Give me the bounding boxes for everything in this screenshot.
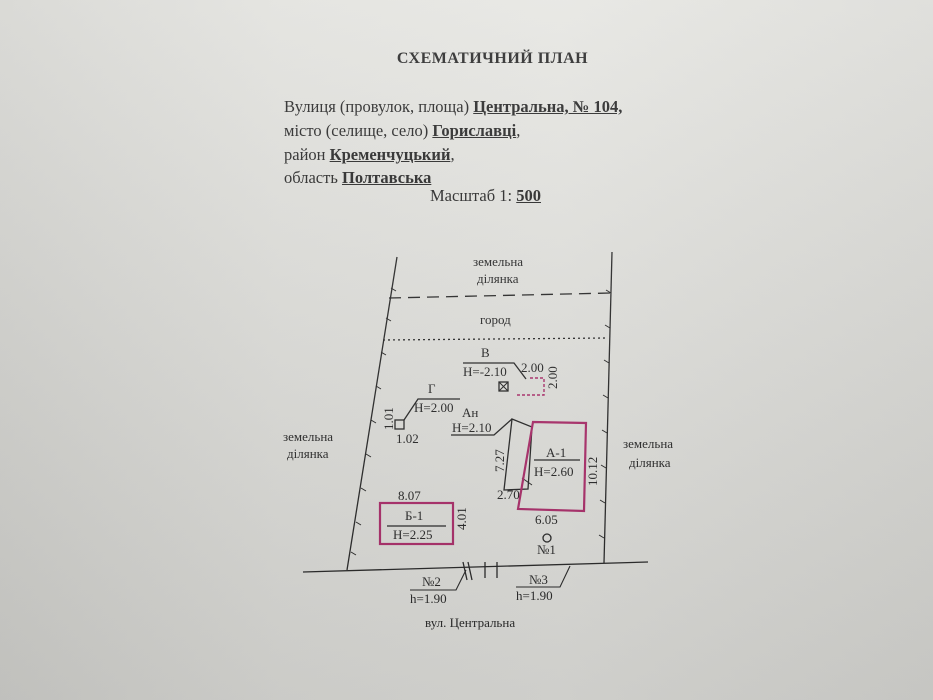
land-top-label-1: земельна	[473, 254, 523, 269]
scale-line: Масштаб 1: 500	[430, 186, 541, 206]
street-label: Вулиця (провулок, площа)	[284, 97, 470, 116]
v-dim-width: 2.00	[521, 360, 544, 375]
a1-height: Н=2.60	[534, 464, 573, 479]
scale-value: 500	[516, 186, 541, 205]
building-b1	[378, 501, 455, 546]
land-right-label-1: земельна	[623, 436, 673, 451]
gate-marks	[462, 561, 498, 581]
street-caption: вул. Центральна	[425, 615, 515, 630]
city-label: місто (селище, село)	[284, 121, 429, 140]
well-marker	[542, 533, 552, 543]
land-right-label-2: ділянка	[629, 455, 671, 470]
leader-an	[451, 418, 513, 436]
region-value: Полтавська	[341, 168, 432, 187]
garden-label: город	[480, 312, 511, 327]
address-district-line: район Кременчуцький,	[284, 143, 455, 167]
b1-height: Н=2.25	[393, 527, 432, 542]
scale-label: Масштаб 1:	[430, 186, 513, 205]
boundary-ticks	[350, 287, 612, 556]
an-dim-vertical: 7.27	[492, 449, 507, 472]
leader-v	[463, 362, 527, 380]
an-name: Ан	[462, 405, 478, 420]
an-height: Н=2.10	[452, 420, 491, 435]
well-1-label: №1	[537, 542, 556, 557]
district-suffix: ,	[450, 145, 455, 164]
plot-left-boundary	[346, 256, 398, 571]
point-3-height: h=1.90	[516, 588, 553, 603]
v-dim-height: 2.00	[545, 366, 560, 389]
b1-dim-width: 8.07	[398, 488, 421, 503]
address-city-line: місто (селище, село) Гориславці,	[284, 119, 520, 143]
a1-dim-vertical: 10.12	[585, 457, 600, 486]
leader-point-3	[516, 565, 571, 588]
cellar-v	[498, 381, 509, 392]
v-name: В	[481, 345, 490, 360]
address-street-line: Вулиця (провулок, площа) Центральна, № 1…	[284, 95, 622, 119]
a1-name: А-1	[546, 445, 566, 460]
land-left-label-2: ділянка	[287, 446, 329, 461]
land-top-label-2: ділянка	[477, 271, 519, 286]
an-dim-horizontal: 2.70	[497, 487, 520, 502]
b1-name: Б-1	[405, 508, 423, 523]
city-suffix: ,	[516, 121, 521, 140]
district-value: Кременчуцький	[329, 145, 451, 164]
building-a1	[516, 420, 588, 513]
cellar-v-outline	[515, 377, 545, 396]
g-name: Г	[428, 381, 436, 396]
point-2-label: №2	[422, 574, 441, 589]
structure-g	[394, 419, 405, 430]
g-dim-vertical: 1.01	[381, 407, 396, 430]
district-label: район	[284, 145, 326, 164]
region-label: область	[284, 168, 338, 187]
point-2-height: h=1.90	[410, 591, 447, 606]
garden-dotted-line	[382, 337, 609, 341]
v-height: Н=-2.10	[463, 364, 507, 379]
annex-an	[503, 418, 533, 491]
point-3-label: №3	[529, 572, 548, 587]
city-value: Гориславці	[432, 121, 517, 140]
b1-dim-height: 4.01	[454, 507, 469, 530]
plot-right-boundary	[603, 251, 613, 564]
g-height: Н=2.00	[414, 400, 453, 415]
leader-g	[403, 398, 460, 421]
document-title: СХЕМАТИЧНИЙ ПЛАН	[396, 50, 589, 67]
street-boundary	[302, 561, 649, 573]
street-value: Центральна, № 104,	[473, 97, 623, 116]
address-region-line: область Полтавська	[284, 166, 431, 190]
leader-point-2	[410, 569, 467, 591]
land-left-label-1: земельна	[283, 429, 333, 444]
a1-dim-horizontal: 6.05	[535, 512, 558, 527]
g-dim-horizontal: 1.02	[396, 431, 419, 446]
land-dashed-line	[388, 292, 612, 299]
